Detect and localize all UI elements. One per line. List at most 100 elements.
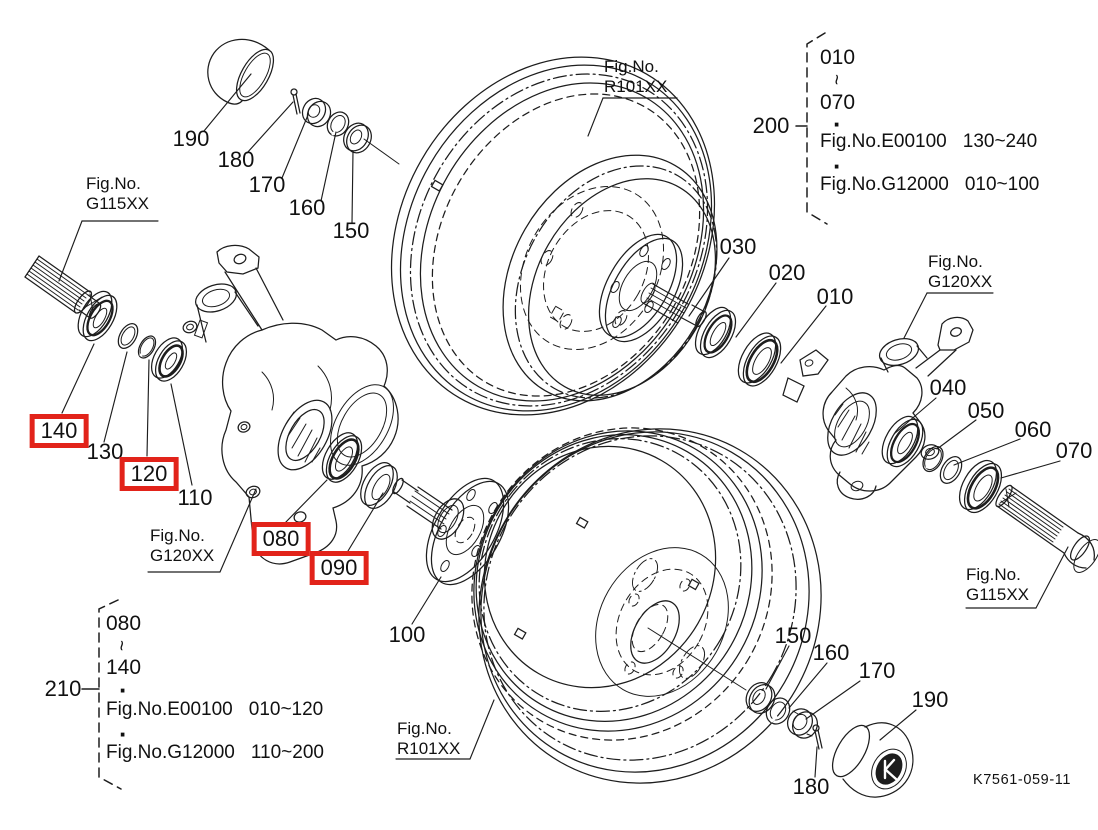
fig-ref-code: G115XX (966, 585, 1030, 604)
callout-150-washer-top[interactable]: 150 (332, 218, 370, 243)
group-210-tilde: ~ (110, 639, 132, 652)
callout-070-seal[interactable]: 070 (1055, 438, 1093, 463)
fig-ref-code: G120XX (928, 272, 993, 291)
callout-160-lock-washer-bottom[interactable]: 160 (812, 640, 850, 665)
collar-060 (939, 456, 963, 484)
group-ref-range: 110~200 (250, 742, 324, 763)
group-210-label: 210 (44, 676, 82, 701)
bearing-110 (150, 337, 188, 382)
callout-130-collar[interactable]: 130 (86, 439, 124, 464)
group-ref-fig: Fig.No.G12000 (820, 174, 949, 195)
callout-020-bearing[interactable]: 020 (768, 260, 806, 285)
knuckle-left (182, 244, 399, 565)
kubota-k-emblem (875, 753, 903, 785)
washer-top (343, 122, 372, 154)
group-ref-range: 010~120 (248, 699, 324, 720)
snap-ring-050 (922, 445, 944, 473)
group-200-ref-2: Fig.No.G12000 010~100 (820, 175, 1039, 194)
fig-ref-g115xx-left: Fig.No. G115XX (86, 174, 149, 214)
seal-080 (321, 432, 363, 483)
fig-ref-r101xx-bottom: Fig.No. R101XX (397, 719, 460, 759)
callout-030-hub-shaft[interactable]: 030 (719, 234, 757, 259)
wheel-hub-030 (598, 233, 707, 343)
fig-ref-prefix: Fig.No. (966, 565, 1021, 584)
lock-washer-bottom (765, 697, 791, 725)
fig-ref-g115xx-right: Fig.No. G115XX (966, 565, 1029, 605)
hub-cap-bottom (831, 722, 914, 798)
fig-ref-r101xx-top: Fig.No. R101XX (604, 57, 667, 97)
snap-ring-120 (137, 335, 157, 359)
callout-150-washer-bottom[interactable]: 150 (774, 623, 812, 648)
group-200-range-end: 070 (820, 91, 856, 114)
fig-ref-code: R101XX (604, 77, 668, 96)
group-200-dot-1: · (833, 109, 842, 139)
fig-ref-prefix: Fig.No. (397, 719, 452, 738)
wheel-rim-bottom (471, 427, 822, 784)
fig-ref-leaders (58, 97, 1069, 760)
callout-190-cap-bottom[interactable]: 190 (911, 687, 949, 712)
fig-ref-prefix: Fig.No. (604, 57, 659, 76)
group-200-label: 200 (752, 113, 790, 138)
group-210-ref-2: Fig.No.G12000 110~200 (106, 743, 324, 762)
group-ref-range: 130~240 (962, 131, 1038, 152)
group-210-range-end: 140 (106, 656, 142, 679)
wheel-rim-top (363, 56, 718, 416)
bearing-020 (694, 306, 737, 359)
fig-ref-g120xx-left: Fig.No. G120XX (150, 526, 214, 566)
callout-180-cotter-pin-top[interactable]: 180 (217, 147, 255, 172)
fig-ref-code: G115XX (86, 194, 150, 213)
fig-ref-prefix: Fig.No. (86, 174, 141, 193)
callout-100-hub[interactable]: 100 (388, 622, 426, 647)
group-ref-fig: Fig.No.G12000 (106, 742, 235, 763)
washer-090 (360, 462, 398, 509)
group-210-dot-1: · (119, 675, 128, 705)
axle-shaft-left (24, 255, 103, 319)
callout-120-snap-ring-highlighted[interactable]: 120 (119, 457, 179, 491)
callout-010-seal[interactable]: 010 (816, 284, 854, 309)
group-200-bracket (795, 32, 828, 225)
callout-160-lock-washer-top[interactable]: 160 (288, 195, 326, 220)
washer-bottom (745, 682, 776, 714)
callout-180-cotter-pin-bottom[interactable]: 180 (792, 774, 830, 799)
group-200-tilde: ~ (825, 73, 847, 86)
seal-070 (958, 459, 1003, 514)
cotter-pin-top (290, 88, 301, 115)
callout-170-nut-bottom[interactable]: 170 (858, 658, 896, 683)
group-210-dot-2: · (119, 719, 128, 749)
group-200-ref-1: Fig.No.E00100 130~240 (820, 132, 1037, 151)
axle-shaft-right (995, 484, 1098, 573)
callout-190-cap-top[interactable]: 190 (172, 126, 210, 151)
fig-ref-prefix: Fig.No. (150, 526, 205, 545)
callout-040-bearing[interactable]: 040 (929, 375, 967, 400)
group-200-dot-2: · (833, 151, 842, 181)
callout-170-nut-top[interactable]: 170 (248, 172, 286, 197)
knuckle-right (782, 316, 974, 500)
leader-lines (61, 73, 1061, 778)
group-210-ref-1: Fig.No.E00100 010~120 (106, 700, 323, 719)
group-210-bracket (81, 599, 122, 790)
collar-130 (117, 323, 139, 349)
group-ref-fig: Fig.No.E00100 (820, 131, 947, 152)
bearing-140 (77, 290, 118, 342)
group-210-range-start: 080 (106, 612, 142, 635)
cotter-pin-bottom (812, 724, 823, 750)
callout-110-bearing[interactable]: 110 (177, 485, 213, 510)
fig-ref-code: G120XX (150, 546, 215, 565)
lock-washer-top (326, 111, 350, 137)
callout-050-snap-ring[interactable]: 050 (967, 398, 1005, 423)
callout-080-seal-highlighted[interactable]: 080 (251, 522, 311, 556)
fig-ref-code: R101XX (397, 739, 461, 758)
group-ref-range: 010~100 (964, 174, 1040, 195)
callout-060-collar[interactable]: 060 (1014, 417, 1052, 442)
group-200-range-start: 010 (820, 46, 856, 69)
fig-ref-g120xx-right: Fig.No. G120XX (928, 252, 992, 292)
callout-140-bearing-highlighted[interactable]: 140 (29, 414, 89, 448)
bearing-040 (881, 415, 924, 468)
drawing-code: K7561-059-11 (972, 772, 1072, 788)
callout-090-washer-highlighted[interactable]: 090 (309, 551, 369, 585)
hub-cap-top (207, 38, 275, 105)
seal-010 (737, 332, 782, 387)
group-ref-fig: Fig.No.E00100 (106, 699, 233, 720)
